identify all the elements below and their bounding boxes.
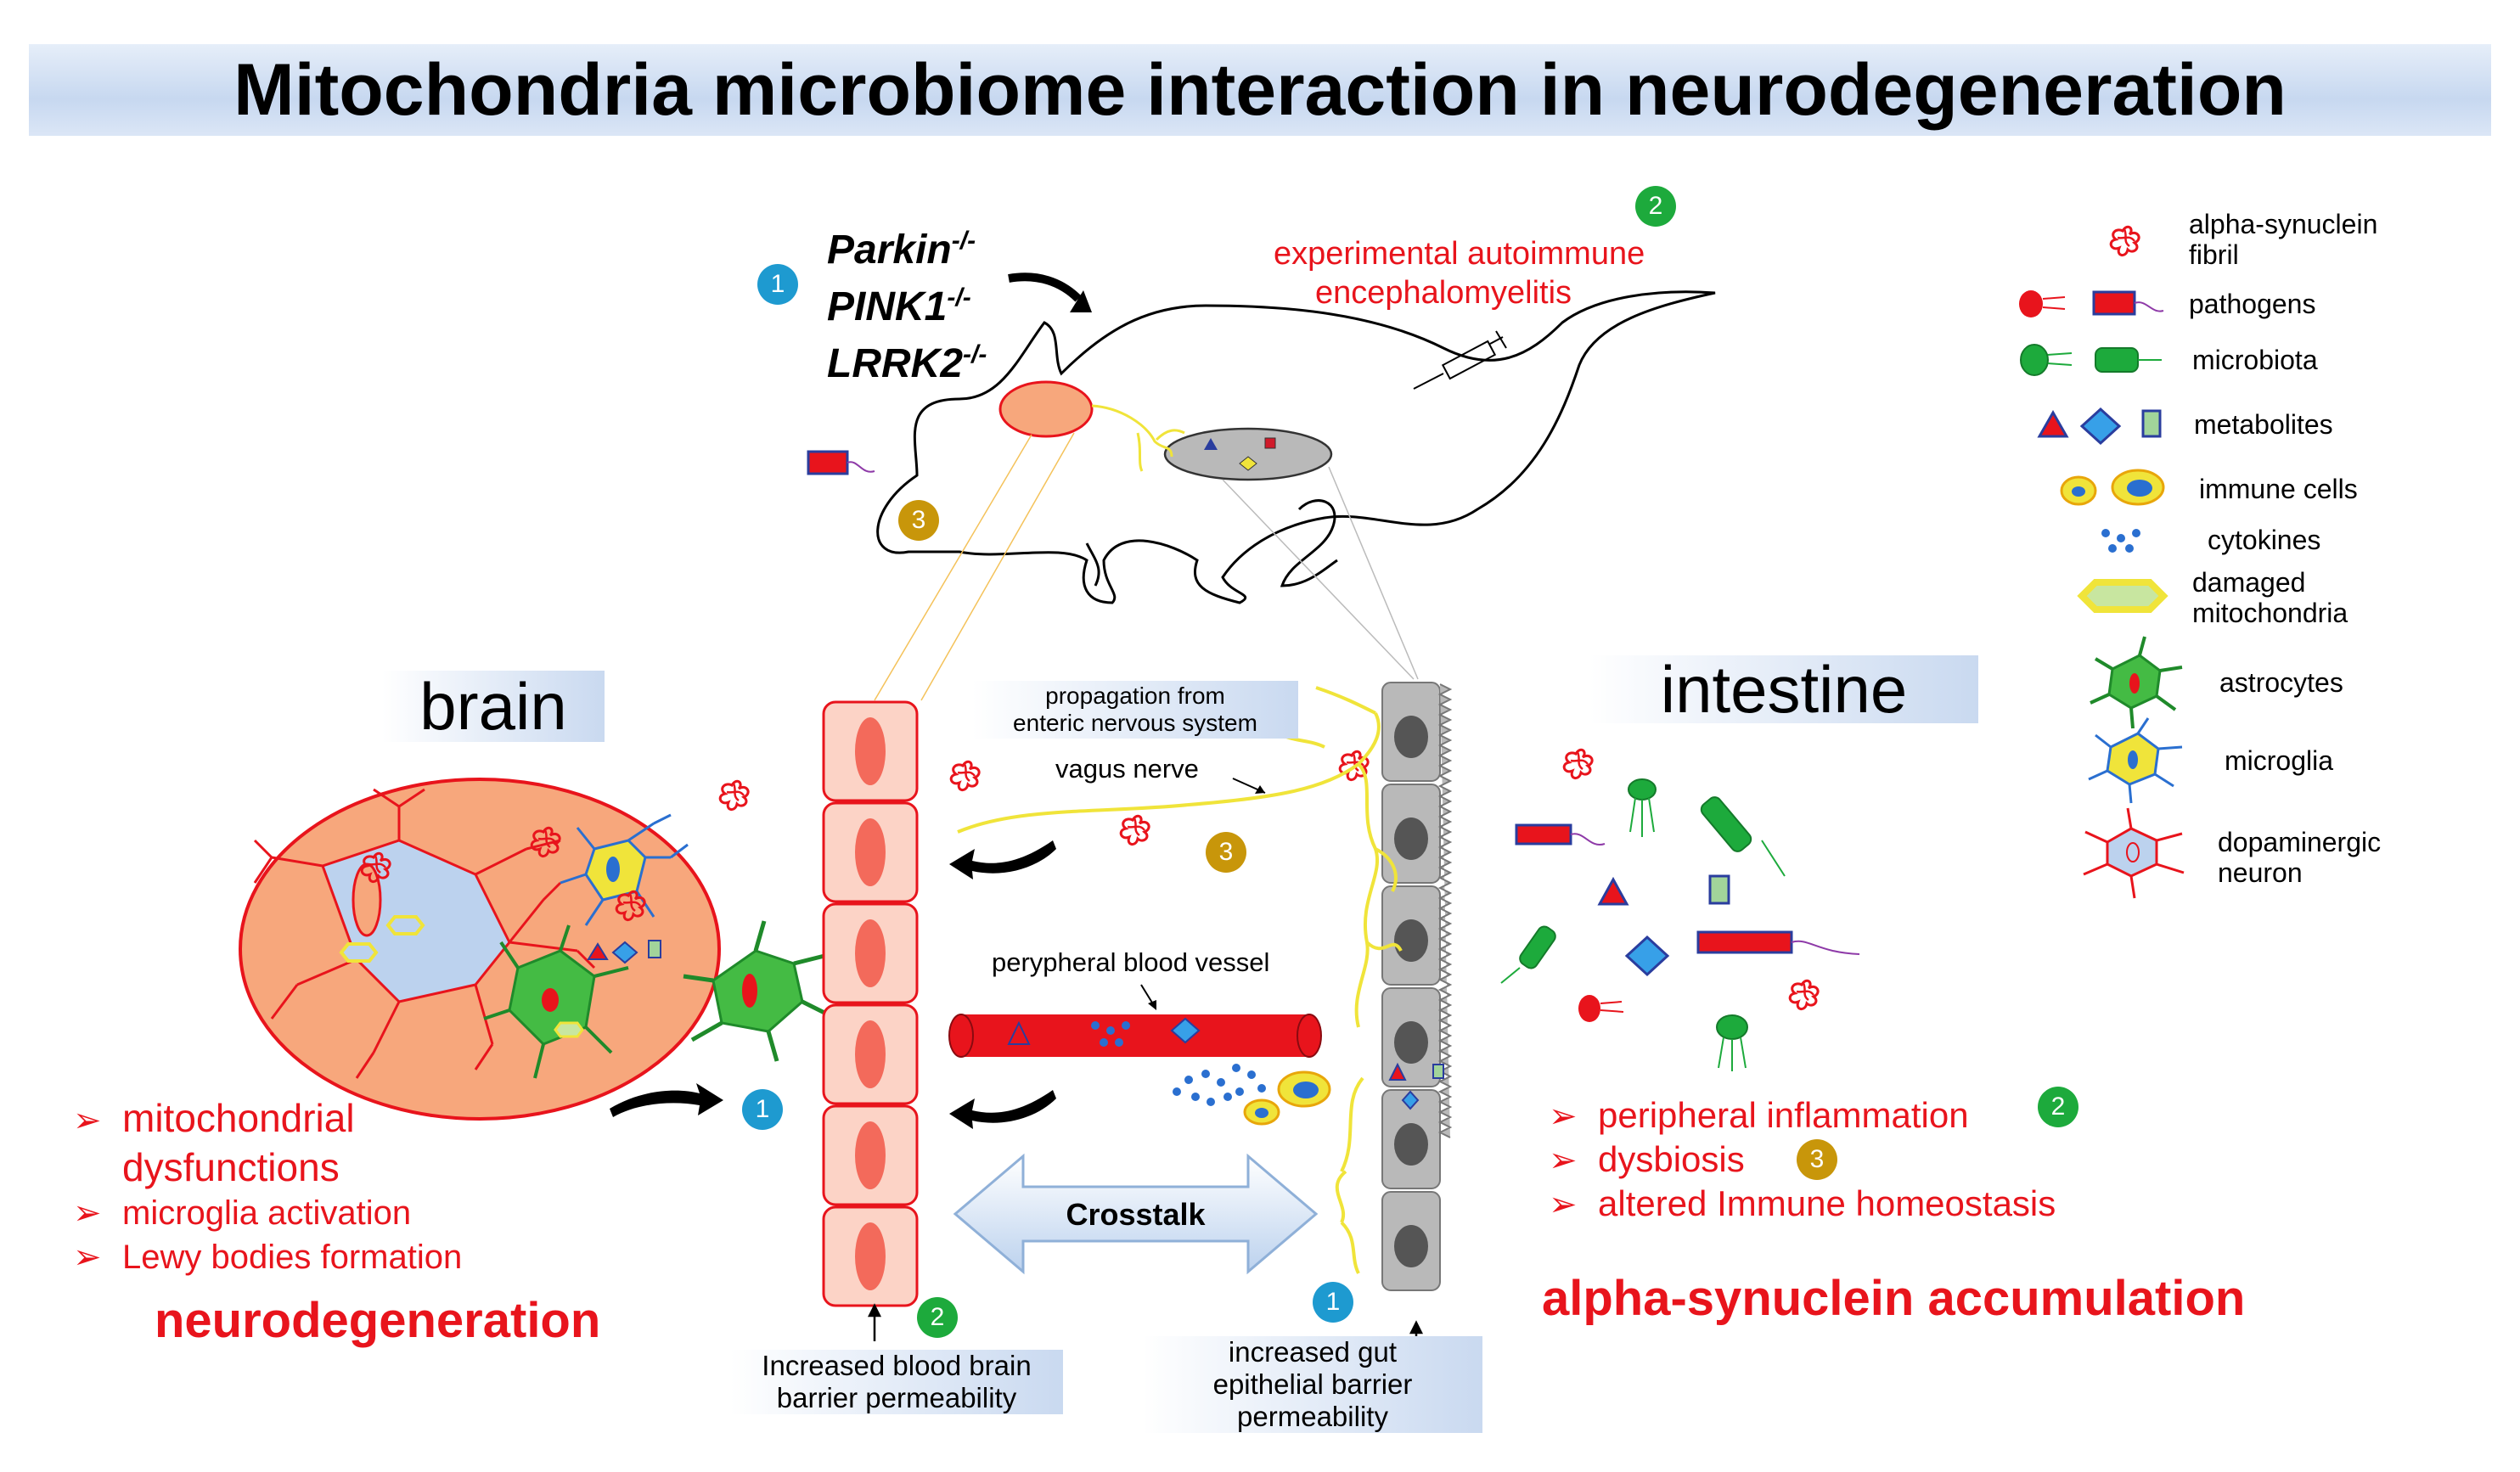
intestine-header: intestine xyxy=(1589,655,1978,723)
intestine-effect-3: ➢altered Immune homeostasis xyxy=(1549,1183,2056,1223)
legend-mito-line1: damaged xyxy=(2192,567,2306,598)
propagation-line2: enteric nervous system xyxy=(1013,710,1257,736)
gene-list: Parkin-/- PINK1-/- LRRK2-/- xyxy=(827,217,987,388)
gut-epithelium xyxy=(1381,682,1453,1291)
crosstalk-label: Crosstalk xyxy=(1066,1197,1206,1232)
legend-metabolites: metabolites xyxy=(2194,409,2333,440)
brain-tissue xyxy=(239,778,721,1121)
legend-mito-line2: mitochondria xyxy=(2192,598,2348,628)
gut-line2: epithelial barrier xyxy=(1212,1368,1413,1400)
brain-effect-1b: dysfunctions xyxy=(122,1144,340,1190)
mouse-brain-marker xyxy=(998,380,1094,438)
brain-effect-1b-text: dysfunctions xyxy=(122,1145,340,1189)
badge-1-gut: 1 xyxy=(1313,1282,1353,1323)
alpha-synuclein-accumulation-label: alpha-synuclein accumulation xyxy=(1542,1271,2246,1326)
legend-immune-cells: immune cells xyxy=(2199,474,2358,504)
metabolite-icon xyxy=(1597,874,1730,977)
brain-effect-3: ➢Lewy bodies formation xyxy=(73,1239,463,1276)
badge-2: 2 xyxy=(1635,186,1676,227)
badge-1-bbb: 1 xyxy=(742,1089,783,1130)
intestine-effect-1-text: peripheral inflammation xyxy=(1598,1095,1969,1135)
legend-icons xyxy=(2019,225,2185,899)
neurodegeneration-label: neurodegeneration xyxy=(155,1293,601,1348)
mouse-icon xyxy=(876,290,1716,604)
intestine-effect-2: ➢dysbiosis xyxy=(1549,1139,1745,1179)
legend-microbiota: microbiota xyxy=(2192,345,2318,375)
page-title: Mitochondria microbiome interaction in n… xyxy=(29,44,2491,136)
vagus-nerve xyxy=(957,686,1403,1274)
propagation-line1: propagation from xyxy=(1045,683,1225,709)
legend-pathogens: pathogens xyxy=(2189,289,2316,319)
badge-2-bbb: 2 xyxy=(917,1297,958,1338)
fibril-icon xyxy=(1562,748,1594,780)
eae-line1: experimental autoimmune xyxy=(1274,236,1645,272)
pathogen-icon xyxy=(1515,823,1860,1022)
intestine-effect-1: ➢peripheral inflammation xyxy=(1549,1095,1969,1135)
gene-superscript: -/- xyxy=(947,284,971,312)
gene-pink1: PINK1 xyxy=(827,284,948,329)
legend-cytokines: cytokines xyxy=(2208,525,2321,555)
legend-microglia: microglia xyxy=(2225,745,2334,776)
left-arrow-icon xyxy=(949,840,1056,1129)
brain-effect-3-text: Lewy bodies formation xyxy=(122,1239,463,1276)
intestine-effect-3-text: altered Immune homeostasis xyxy=(1598,1183,2056,1223)
legend-astrocytes: astrocytes xyxy=(2219,667,2343,698)
intestine-effect-2-text: dysbiosis xyxy=(1598,1139,1745,1179)
legend-fibril-line2: fibril xyxy=(2189,239,2239,270)
immune-cell-icon xyxy=(1243,1070,1331,1126)
brain-header: brain xyxy=(382,671,605,742)
brain-effect-2: ➢microglia activation xyxy=(73,1194,412,1232)
legend-dop-line2: neuron xyxy=(2218,857,2303,888)
microbiota-icon xyxy=(1500,778,1786,1071)
legend-fibril-line1: alpha-synuclein xyxy=(2189,209,2378,239)
gene-lrrk2: LRRK2 xyxy=(827,341,964,386)
fibril-icon xyxy=(949,760,981,792)
badge-3-dysbiosis: 3 xyxy=(1797,1139,1837,1180)
peripheral-blood-vessel xyxy=(948,1014,1322,1058)
badge-2-inflammation: 2 xyxy=(2038,1087,2078,1127)
bbb-line2: barrier permeability xyxy=(776,1382,1017,1413)
bbb-label: Increased blood brain barrier permeabili… xyxy=(730,1350,1063,1414)
fibril-icon xyxy=(1788,979,1820,1011)
syringe-icon xyxy=(1413,330,1507,390)
vagus-label: vagus nerve xyxy=(1055,754,1199,784)
right-arrow-icon xyxy=(610,1083,723,1117)
gut-line3: permeability xyxy=(1237,1401,1388,1432)
eae-label: experimental autoimmune encephalomyeliti… xyxy=(1274,234,1645,312)
eae-line2: encephalomyelitis xyxy=(1314,275,1572,311)
blood-brain-barrier xyxy=(822,700,919,1307)
cytokine-icon xyxy=(1173,1064,1266,1106)
fibril-icon xyxy=(718,779,750,812)
brain-effect-1: ➢mitochondrial xyxy=(73,1096,355,1140)
badge-3-vagus: 3 xyxy=(1206,832,1246,873)
crosstalk-arrow xyxy=(953,1153,1319,1275)
gut-barrier-label: increased gut epithelial barrier permeab… xyxy=(1143,1336,1482,1433)
legend-dop-line1: dopaminergic xyxy=(2218,827,2382,857)
badge-3: 3 xyxy=(898,500,939,541)
mouse-gut-marker xyxy=(1163,427,1333,481)
badge-1: 1 xyxy=(757,264,798,305)
gene-parkin: Parkin xyxy=(827,228,952,272)
pathogen-icon xyxy=(807,450,875,475)
bbb-line1: Increased blood brain xyxy=(762,1350,1032,1381)
gut-line1: increased gut xyxy=(1228,1336,1398,1368)
propagation-label: propagation from enteric nervous system xyxy=(972,681,1298,739)
astrocyte-icon xyxy=(683,920,838,1062)
blood-vessel-label: perypheral blood vessel xyxy=(992,947,1270,977)
fibril-icon xyxy=(1119,814,1150,846)
gene-superscript: -/- xyxy=(951,227,976,255)
gene-superscript: -/- xyxy=(963,340,987,368)
brain-effect-1-text: mitochondrial xyxy=(122,1096,355,1140)
brain-effect-2-text: microglia activation xyxy=(122,1194,412,1232)
